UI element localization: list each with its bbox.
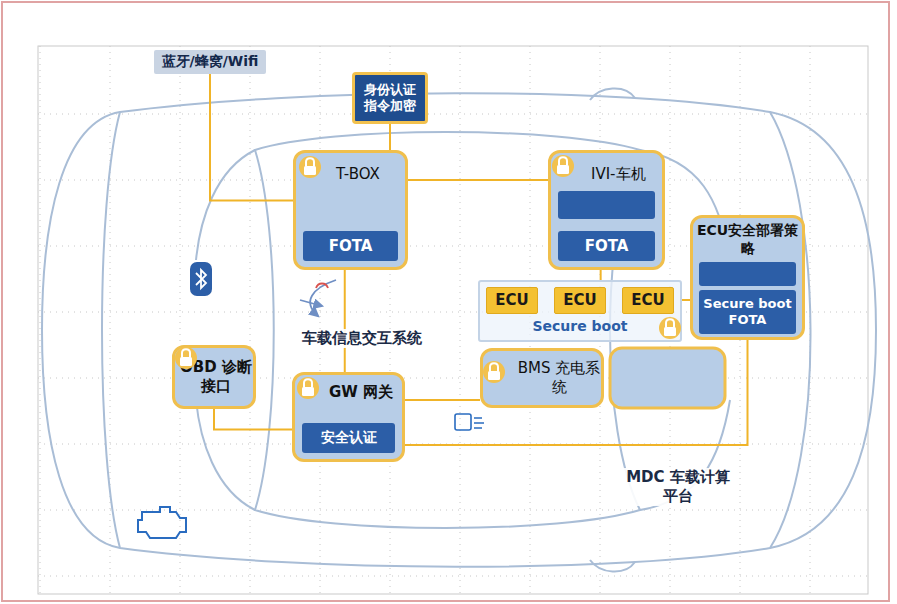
node-label: Secure boot FOTA — [699, 296, 796, 329]
grid-line — [390, 46, 391, 594]
ecu-box: ECU — [622, 287, 674, 314]
connector-line — [344, 270, 346, 372]
connector-line — [210, 74, 293, 200]
node-label: OBD 诊断接口 — [179, 358, 253, 396]
node-label: ECU安全部署策略 — [695, 222, 800, 257]
engine-icon — [138, 507, 186, 538]
grid-line — [40, 46, 41, 594]
bar-box: Secure boot FOTA — [699, 290, 796, 334]
grid-line — [38, 180, 868, 181]
node-label: FOTA — [303, 237, 398, 256]
connector-line — [389, 124, 391, 150]
main-box: IVI-车机 FOTA — [548, 150, 665, 270]
connector-line — [600, 270, 602, 280]
connector-line — [682, 299, 690, 301]
lock-icon — [659, 317, 681, 339]
node-label: FOTA — [558, 237, 655, 256]
ecu-box: ECU — [554, 287, 606, 314]
lock-icon — [297, 377, 319, 399]
signal-arrows — [300, 280, 336, 316]
bar-box: FOTA — [303, 231, 398, 261]
annotation-label: 车载信息交互系统 — [300, 329, 434, 348]
grid-line — [460, 46, 461, 594]
main-box: BMS 充电系统 — [480, 348, 604, 408]
grid-line — [180, 46, 181, 594]
car-rear-window — [196, 150, 255, 510]
magnet-symbol — [316, 284, 328, 289]
node-label: ECU — [487, 291, 537, 310]
bar-box: FOTA — [558, 231, 655, 261]
blank-bar — [699, 262, 796, 286]
lock-icon — [483, 361, 505, 383]
car-rear — [102, 112, 120, 548]
grid-line — [38, 510, 868, 511]
bluetooth-icon — [190, 262, 212, 296]
node-label: ECU — [555, 291, 605, 310]
grid-line — [38, 378, 868, 379]
grid-line — [38, 114, 868, 115]
computing-platform-box — [610, 348, 725, 408]
signal-arrow — [310, 280, 336, 316]
connector-line — [214, 409, 292, 430]
main-box: T-BOX FOTA — [293, 150, 408, 270]
node-label: Secure boot — [480, 318, 680, 336]
lock-icon — [175, 347, 197, 369]
network-box — [455, 414, 471, 430]
node-label: 蓝牙/蜂窝/Wifi — [154, 53, 266, 71]
signal-arrow — [300, 300, 322, 306]
connector-line — [405, 399, 480, 401]
node-label: 安全认证 — [302, 429, 395, 447]
connector-line — [408, 179, 548, 181]
lock-icon — [299, 156, 321, 178]
node-label: IVI-车机 — [591, 165, 663, 184]
bluetooth-badge — [190, 262, 212, 296]
bar-box: 安全认证 — [302, 423, 395, 453]
bluetooth-glyph — [196, 270, 206, 288]
node-label: 身份认证 指令加密 — [360, 82, 420, 115]
main-box: ECU安全部署策略 Secure boot FOTA — [690, 215, 805, 340]
engine-outline — [138, 507, 186, 538]
node-label: BMS 充电系统 — [517, 359, 601, 397]
main-box: GW 网关安全认证 — [292, 372, 405, 462]
dotted-grid — [38, 46, 868, 594]
grid-line — [110, 46, 111, 594]
node-label: GW 网关 — [329, 383, 401, 402]
network-lines — [474, 418, 484, 428]
connector-line — [405, 340, 748, 445]
band-box: Secure boot ECU ECU ECU — [478, 280, 682, 342]
main-box: OBD 诊断接口 — [172, 345, 256, 409]
annotation-label: MDC 车载计算平台 — [620, 468, 736, 506]
node-label: ECU — [623, 291, 673, 310]
car-outline — [42, 88, 876, 571]
node-label: T-BOX — [336, 165, 404, 184]
inner-frame — [38, 46, 868, 594]
lock-icon — [552, 155, 574, 177]
wifi-box: 蓝牙/蜂窝/Wifi — [154, 50, 266, 74]
grid-line — [38, 576, 868, 577]
grid-line — [320, 46, 321, 594]
blank-bar — [558, 191, 655, 219]
car-body — [42, 93, 876, 567]
network-icon — [455, 414, 484, 430]
auth-box: 身份认证 指令加密 — [352, 72, 428, 124]
grid-line — [250, 46, 251, 594]
ecu-box: ECU — [486, 287, 538, 314]
